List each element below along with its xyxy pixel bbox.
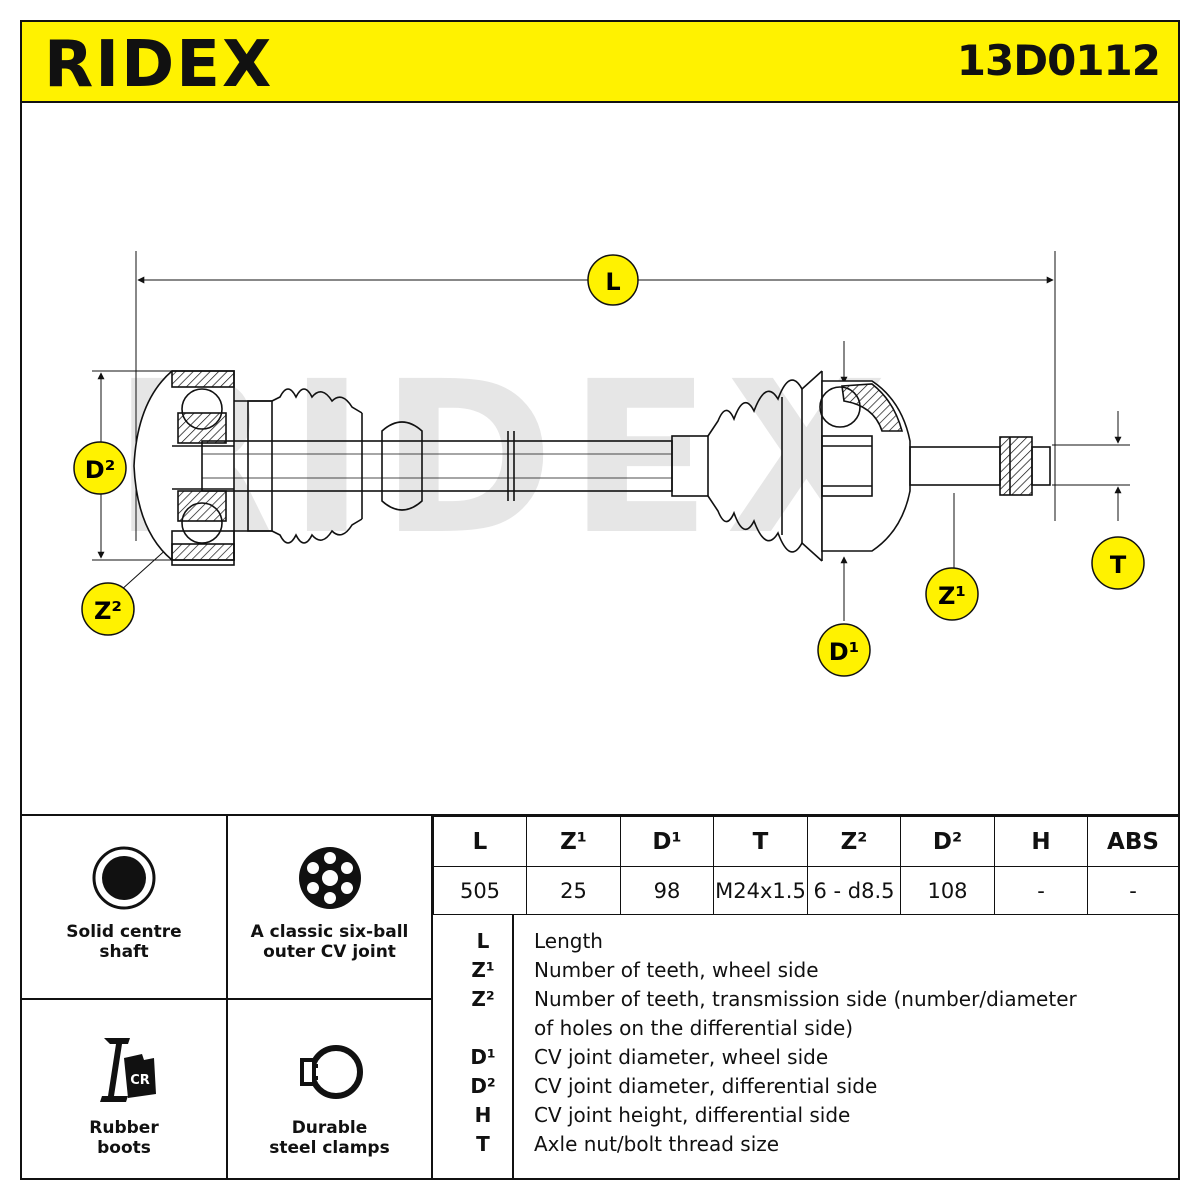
spec-value: 6 - d8.5 (807, 866, 901, 915)
spec-header: ABS (1087, 816, 1178, 867)
legend-row: H CV joint height, differential side (433, 1103, 1178, 1132)
spec-value: 98 (620, 866, 714, 915)
specs-section: Solid centre shaft A classic six-ball ou… (22, 814, 1178, 1178)
spec-header-row: L Z¹ D¹ T Z² D² H ABS (433, 816, 1178, 867)
label-Z2: Z² (81, 582, 135, 636)
watermark: RIDEX (112, 336, 902, 581)
legend-divider (512, 915, 514, 1178)
spec-header: L (433, 816, 527, 867)
spec-value: - (1087, 866, 1178, 915)
stub-axle (909, 436, 1051, 496)
leader-Z2 (119, 545, 171, 592)
technical-drawing: RIDEX (22, 101, 1178, 815)
legend-text: CV joint diameter, wheel side (534, 1045, 829, 1069)
legend-text: CV joint diameter, differential side (534, 1074, 878, 1098)
label-D1: D¹ (817, 623, 871, 677)
spec-value: M24x1.5 (713, 866, 808, 915)
inner-cv-joint (133, 370, 273, 566)
legend-key: H (474, 1103, 492, 1127)
legend-text: Number of teeth, transmission side (numb… (534, 987, 1077, 1011)
drive-shaft-drawing: RIDEX (73, 251, 1145, 677)
divider (226, 816, 228, 1178)
spec-value: 108 (900, 866, 995, 915)
spec-value: 25 (526, 866, 621, 915)
feature-label: A classic six-ball outer CV joint (250, 922, 409, 962)
legend-key: Z¹ (471, 958, 495, 982)
brand-logo: RIDEX (44, 28, 273, 98)
svg-text:Z²: Z² (94, 597, 122, 625)
legend-key: D² (470, 1074, 496, 1098)
legend-row: Z² Number of teeth, transmission side (n… (433, 987, 1178, 1016)
svg-text:D²: D² (85, 456, 115, 484)
clamp-icon (300, 1045, 363, 1099)
feature-rubber-boots: CR Rubber boots (22, 1000, 226, 1178)
spec-header: D² (900, 816, 995, 867)
label-T: T (1091, 536, 1145, 590)
spec-header: Z² (807, 816, 901, 867)
solid-shaft-icon (92, 846, 156, 910)
feature-six-ball-joint: A classic six-ball outer CV joint (228, 816, 431, 998)
divider (431, 816, 433, 1178)
svg-text:Z¹: Z¹ (938, 582, 966, 610)
feature-steel-clamps: Durable steel clamps (228, 1000, 431, 1178)
legend-row: L Length (433, 929, 1178, 958)
svg-text:RIDEX: RIDEX (44, 28, 273, 98)
legend: L Length Z¹ Number of teeth, wheel side … (433, 915, 1178, 1178)
legend-text: of holes on the differential side) (534, 1016, 854, 1040)
legend-row: T Axle nut/bolt thread size (433, 1132, 1178, 1161)
svg-text:L: L (605, 268, 620, 296)
product-sheet: RIDEX 13D0112 RIDEX (20, 20, 1180, 1180)
spec-header: D¹ (620, 816, 714, 867)
legend-text: Axle nut/bolt thread size (534, 1132, 780, 1156)
header-bar: RIDEX 13D0112 (22, 22, 1178, 103)
rubber-boot-icon: CR (100, 1038, 156, 1102)
svg-text:T: T (1110, 551, 1127, 579)
label-D2: D² (73, 441, 127, 495)
legend-text: Number of teeth, wheel side (534, 958, 819, 982)
centre-shaft (201, 431, 709, 501)
legend-key: D¹ (470, 1045, 496, 1069)
spec-value-row: 505 25 98 M24x1.5 6 - d8.5 108 - - (433, 866, 1178, 915)
spec-header: T (713, 816, 808, 867)
svg-text:CR: CR (130, 1073, 150, 1088)
label-L: L (587, 254, 639, 306)
feature-label: Solid centre shaft (66, 922, 182, 962)
inner-boot (271, 388, 423, 544)
legend-text: Length (534, 929, 603, 953)
part-number: 13D0112 (956, 36, 1161, 85)
label-Z1: Z¹ (925, 567, 979, 621)
legend-row: D¹ CV joint diameter, wheel side (433, 1045, 1178, 1074)
dimension-T (1052, 411, 1130, 521)
legend-key: T (476, 1132, 490, 1156)
spec-value: - (994, 866, 1088, 915)
feature-solid-shaft: Solid centre shaft (22, 816, 226, 998)
feature-label: Durable steel clamps (269, 1118, 390, 1158)
legend-text: CV joint height, differential side (534, 1103, 851, 1127)
feature-label: Rubber boots (89, 1118, 159, 1158)
legend-row: Z¹ Number of teeth, wheel side (433, 958, 1178, 987)
svg-text:D¹: D¹ (829, 638, 859, 666)
six-ball-joint-icon (299, 847, 361, 909)
spec-value: 505 (433, 866, 527, 915)
legend-key: Z² (471, 987, 495, 1011)
spec-table: L Z¹ D¹ T Z² D² H ABS 505 25 98 M24x1.5 … (433, 816, 1178, 915)
legend-row: of holes on the differential side) (433, 1016, 1178, 1045)
outer-cv-joint (819, 380, 911, 552)
spec-header: Z¹ (526, 816, 621, 867)
legend-key: L (476, 929, 490, 953)
spec-header: H (994, 816, 1088, 867)
legend-row: D² CV joint diameter, differential side (433, 1074, 1178, 1103)
divider (22, 998, 432, 1000)
